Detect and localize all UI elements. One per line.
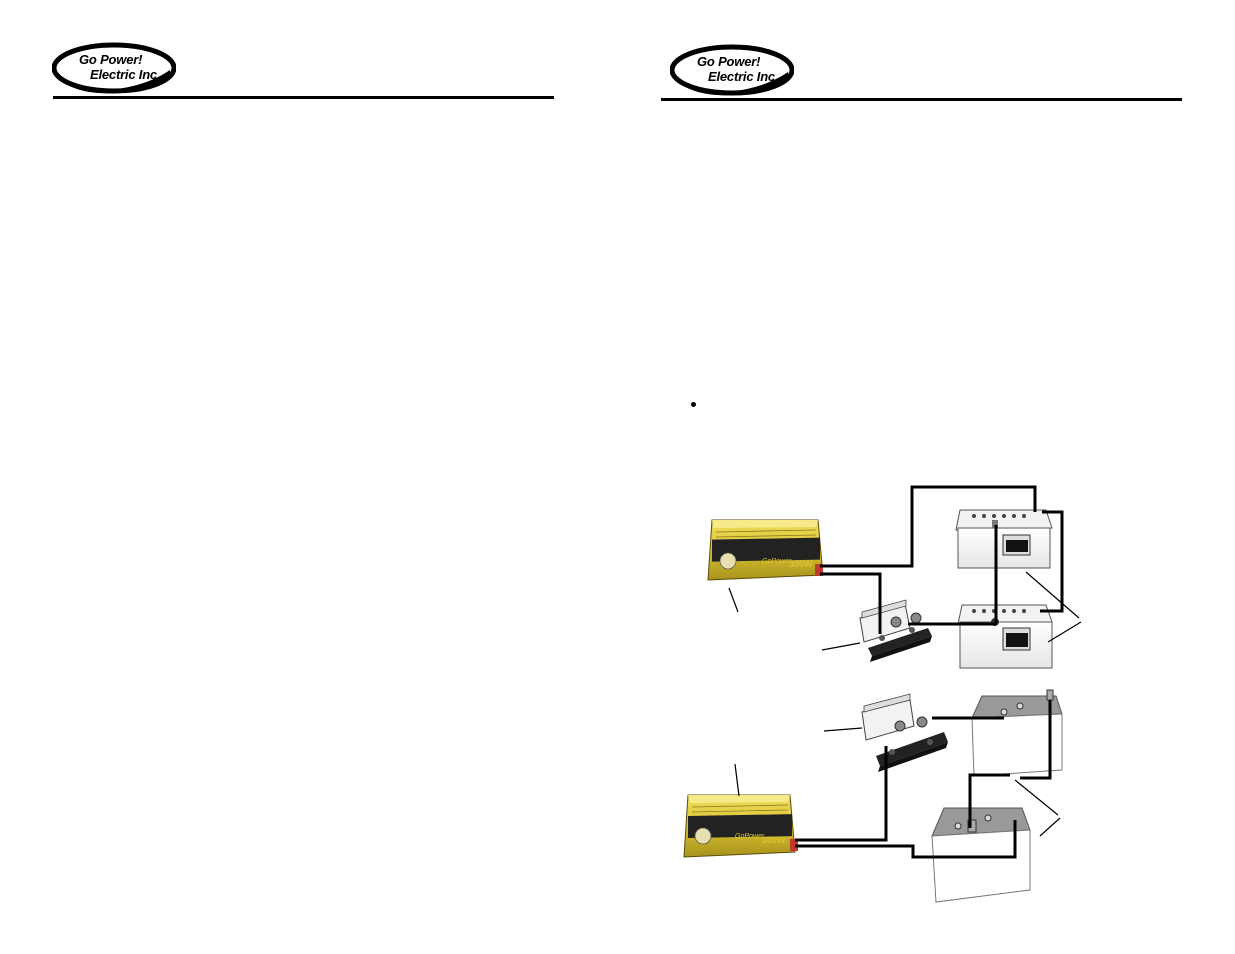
header-rule bbox=[53, 96, 554, 99]
inverter-watt-label: 300W bbox=[789, 559, 813, 569]
logo-line-2: Electric Inc bbox=[90, 67, 157, 82]
logo-line-1: Go Power! bbox=[79, 52, 143, 67]
leader-lines-top bbox=[728, 571, 1082, 651]
list-bullet bbox=[691, 402, 696, 407]
battery-bottom-upper bbox=[971, 689, 1063, 777]
logo-swoosh-icon bbox=[670, 44, 794, 96]
company-logo: Go Power! Electric Inc bbox=[670, 42, 794, 100]
inverter-watt-label: 300W bbox=[762, 835, 786, 845]
logo-line-2: Electric Inc bbox=[708, 69, 775, 84]
battery-bottom-lower bbox=[931, 807, 1031, 903]
battery-top bbox=[955, 509, 1053, 569]
leader-lines-bottom bbox=[734, 727, 1061, 837]
logo-line-1: Go Power! bbox=[697, 54, 761, 69]
header-rule bbox=[661, 98, 1182, 101]
left-page: Go Power! Electric Inc bbox=[0, 0, 617, 954]
wiring-top bbox=[820, 485, 1064, 634]
right-page: Go Power! Electric Inc bbox=[617, 0, 1235, 954]
wiring-bottom bbox=[795, 700, 1052, 859]
inverter-top: GoPower 300W bbox=[707, 519, 824, 581]
company-logo: Go Power! Electric Inc bbox=[52, 40, 176, 98]
fuse-block-top bbox=[859, 599, 932, 662]
inverter-bottom: GoPower 300W bbox=[683, 794, 798, 858]
fuse-block-bottom bbox=[861, 693, 948, 772]
logo-swoosh-icon bbox=[52, 42, 176, 94]
inverter-brand: GoPower bbox=[762, 558, 792, 565]
battery-middle bbox=[957, 604, 1053, 669]
inverter-brand: GoPower bbox=[735, 833, 765, 840]
